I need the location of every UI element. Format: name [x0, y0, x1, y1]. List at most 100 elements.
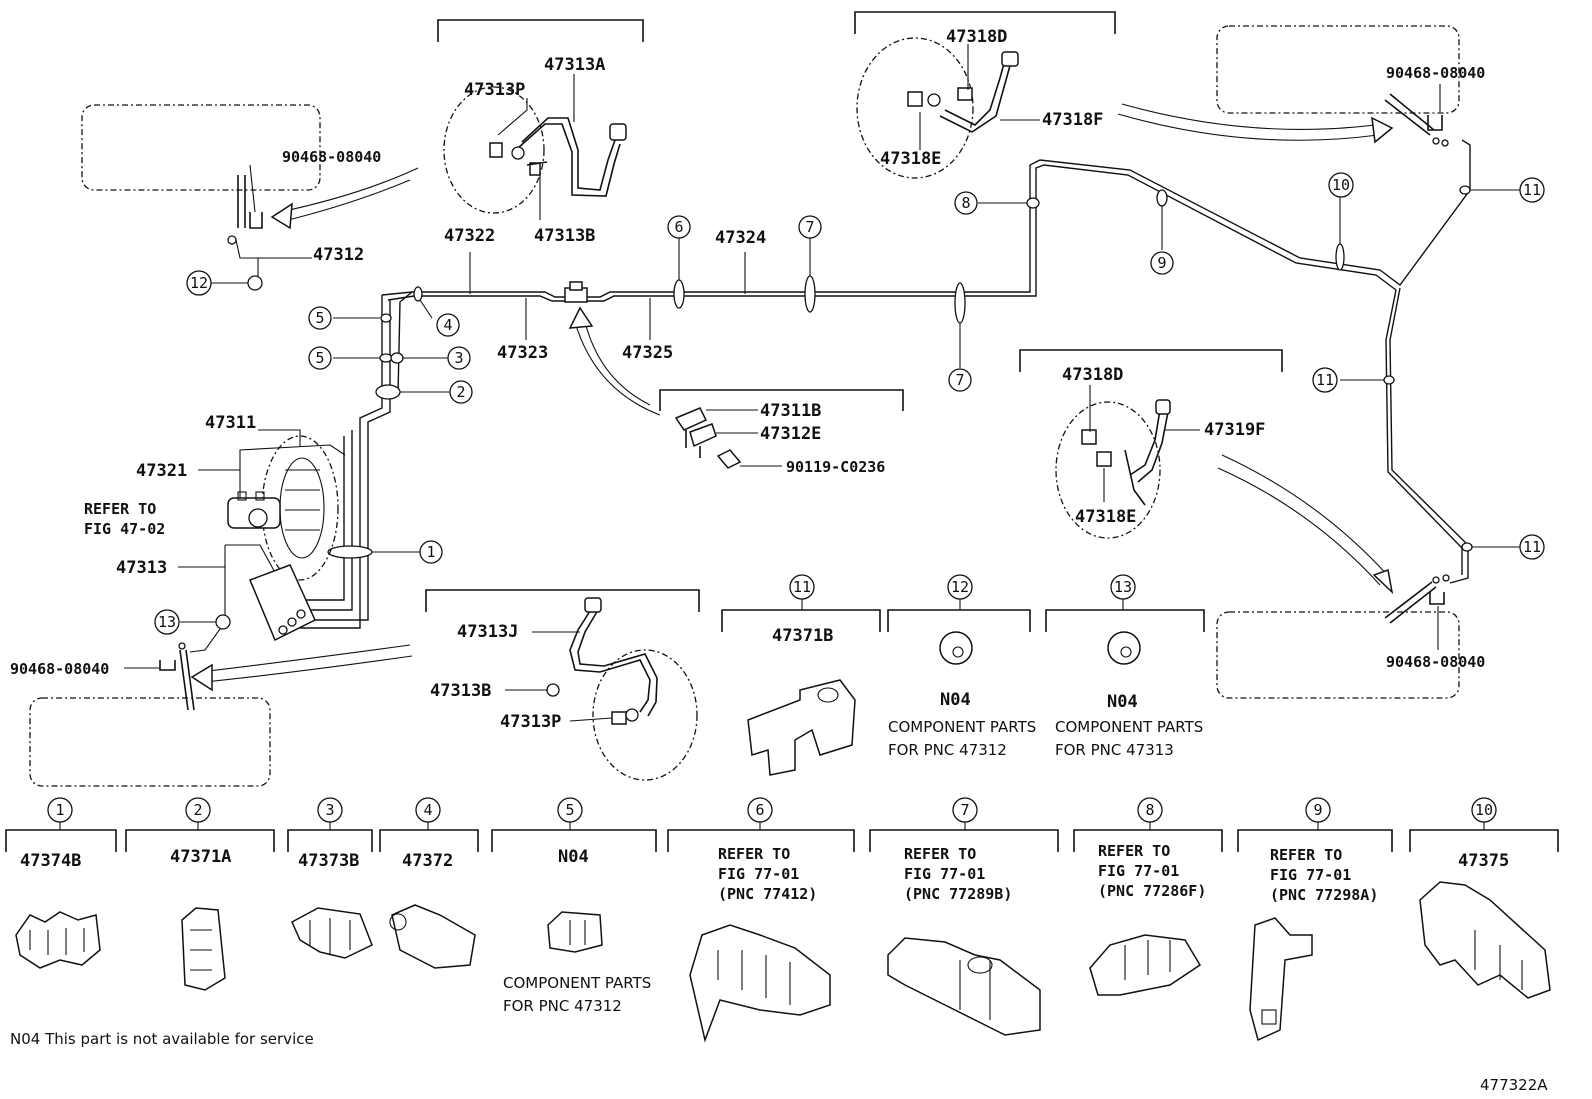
clamp-3	[390, 352, 404, 364]
figure-id: 477322A	[1480, 1076, 1548, 1094]
circle-ref-13: 13	[158, 613, 176, 631]
box-9-refer-line1: REFER TO	[1270, 846, 1342, 864]
callout-47318E-mid: 47318E	[1075, 507, 1136, 527]
grommet-13	[215, 614, 231, 630]
box-9-refer-line2: FIG 77-01	[1270, 866, 1351, 884]
callout-90468-bottom-left: 90468-08040	[10, 660, 109, 678]
box-5-part: N04	[558, 847, 589, 867]
box-7-number: 7	[960, 801, 969, 819]
brake-booster	[227, 435, 339, 642]
callout-47318E-top: 47318E	[880, 149, 941, 169]
callout-47318D-mid: 47318D	[1062, 365, 1123, 385]
hose-47318F	[944, 59, 1006, 126]
circle-ref-2: 2	[456, 383, 465, 401]
callout-47312E: 47312E	[760, 424, 821, 444]
box-3-number: 3	[325, 801, 334, 819]
callout-frames	[29, 11, 1460, 787]
part-number-callouts: 47313A 47313P 47313B 47322 47312 90468-0…	[10, 27, 1485, 732]
clamp-8	[1026, 197, 1040, 209]
clamp-11c	[1461, 542, 1473, 552]
callout-47313A: 47313A	[544, 55, 605, 75]
tube-clamps	[215, 185, 1473, 630]
box-11-number: 11	[793, 578, 811, 596]
box-7-refer-line3: (PNC 77289B)	[904, 885, 1012, 903]
clamp-77289B-drawing	[887, 937, 1041, 1036]
hose-drawings	[159, 51, 1450, 725]
callout-47313: 47313	[116, 558, 167, 578]
clamp-77286F-drawing	[1089, 934, 1202, 996]
box-7-refer-line1: REFER TO	[904, 845, 976, 863]
circle-ref-7a: 7	[805, 218, 814, 236]
abs-bracket	[249, 564, 316, 642]
box-8-refer-line2: FIG 77-01	[1098, 862, 1179, 880]
circle-ref-4: 4	[443, 316, 452, 334]
box-4-number: 4	[423, 801, 432, 819]
hose-47313J	[569, 607, 651, 713]
callout-47313B-top: 47313B	[534, 226, 595, 246]
clamp-5b	[379, 353, 393, 363]
box-12-note-line2: FOR PNC 47312	[888, 741, 1007, 759]
box-1-part: 47374B	[20, 851, 81, 871]
box-12-part: N04	[940, 690, 971, 710]
box-13-part: N04	[1107, 692, 1138, 712]
callout-47321: 47321	[136, 461, 187, 481]
box-2-part: 47371A	[170, 847, 231, 867]
circle-ref-7b: 7	[955, 371, 964, 389]
clamp-47373B-drawing	[291, 907, 373, 959]
box-10-number: 10	[1475, 801, 1493, 819]
box-5-number: 5	[565, 801, 574, 819]
box-13-note-line1: COMPONENT PARTS	[1055, 718, 1203, 736]
clamp-7a	[804, 275, 816, 313]
box-1-number: 1	[55, 801, 64, 819]
circled-reference-numbers: 1 2 3 4 5 5 6 7 7 8 9 10 11 11 11 12 13	[154, 172, 1545, 635]
clamp-47372-drawing	[391, 904, 476, 969]
box-6-refer-line1: REFER TO	[718, 845, 790, 863]
box-2-number: 2	[193, 801, 202, 819]
callout-47323: 47323	[497, 343, 548, 363]
clamp-11a	[1459, 185, 1471, 195]
callout-47322: 47322	[444, 226, 495, 246]
clamp-9	[1156, 189, 1168, 207]
clamp-N04-drawing	[547, 911, 603, 953]
clamp-47375-drawing	[1419, 881, 1551, 999]
box-13-note-line2: FOR PNC 47313	[1055, 741, 1174, 759]
clamp-77298A-drawing	[1249, 917, 1313, 1042]
grommet-12	[247, 275, 263, 291]
clamp-5a	[380, 313, 392, 323]
circle-ref-9: 9	[1157, 254, 1166, 272]
clamp-2	[375, 384, 401, 400]
hose-47319F	[1129, 409, 1161, 476]
circle-ref-8: 8	[961, 194, 970, 212]
pointer-arrows	[190, 103, 1394, 692]
circle-ref-11c: 11	[1523, 538, 1541, 556]
callout-47311B: 47311B	[760, 401, 821, 421]
callout-47318F: 47318F	[1042, 110, 1103, 130]
footer-note: N04 This part is not available for servi…	[10, 1030, 314, 1048]
clamp-47371A-drawing	[181, 907, 226, 991]
clamp-10	[1335, 243, 1345, 271]
box-6-number: 6	[755, 801, 764, 819]
callout-47312: 47312	[313, 245, 364, 265]
box-4-part: 47372	[402, 851, 453, 871]
clamp-77412-drawing	[689, 924, 831, 1043]
box-5-note-line2: FOR PNC 47312	[503, 997, 622, 1015]
mid-parts-boxes	[721, 598, 1205, 776]
callout-47318D-top: 47318D	[946, 27, 1007, 47]
box-10-part: 47375	[1458, 851, 1509, 871]
callout-47313J: 47313J	[457, 622, 518, 642]
circle-ref-6: 6	[674, 218, 683, 236]
callout-47313P-top: 47313P	[464, 80, 525, 100]
box-5-note-line1: COMPONENT PARTS	[503, 974, 651, 992]
box-8-refer-line1: REFER TO	[1098, 842, 1170, 860]
box-9-number: 9	[1313, 801, 1322, 819]
refer-fig-47-02-line2: FIG 47-02	[84, 520, 165, 538]
callout-90119-C0236: 90119-C0236	[786, 458, 885, 476]
box-12-note-line1: COMPONENT PARTS	[888, 718, 1036, 736]
clamp-4	[413, 286, 423, 302]
callout-47319F: 47319F	[1204, 420, 1265, 440]
clamp-47371B-drawing	[747, 679, 856, 776]
bottom-parts-boxes	[5, 822, 1559, 1043]
leader-lines	[124, 44, 1520, 722]
box-6-refer-line3: (PNC 77412)	[718, 885, 817, 903]
